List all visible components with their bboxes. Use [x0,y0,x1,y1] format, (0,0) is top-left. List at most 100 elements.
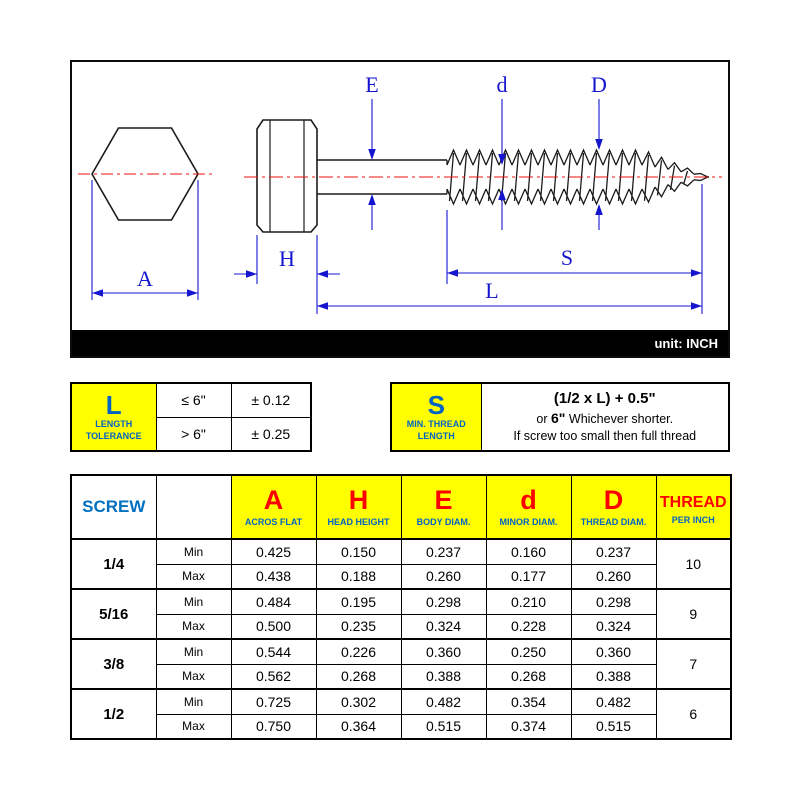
thread-per-inch-value: 7 [655,638,732,690]
dim-symbol-S: S [427,390,445,421]
svg-text:H: H [279,246,295,271]
col-caption-thread: PER INCH [671,514,715,525]
spec-value: 0.482 [570,688,657,715]
col-header-d: d MINOR DIAM. [485,474,572,540]
col-letter-thread: THREAD [659,493,727,511]
table-row: 3/8 Min 0.544 0.226 0.360 0.250 0.360 7 [70,638,732,690]
svg-text:E: E [365,72,378,97]
spec-value: 0.268 [315,663,402,690]
spec-value: 0.268 [485,663,572,690]
length-tolerance-symbol-cell: L LENGTH TOLERANCE [70,382,157,452]
spec-value: 0.324 [400,613,487,640]
min-max-label: Max [155,563,232,590]
thread-per-inch-value: 6 [655,688,732,740]
spec-value: 0.210 [485,588,572,615]
col-caption-D: THREAD DIAM. [580,517,647,528]
table-row: Max 0.562 0.268 0.388 0.268 0.388 [71,663,731,690]
table-row: 1/2 Min 0.725 0.302 0.482 0.354 0.482 6 [70,688,732,740]
spec-value: 0.298 [400,588,487,615]
thread-length-alt: or 6" Whichever shorter. [488,409,723,428]
alt-bold: 6" [550,410,566,427]
col-letter-E: E [434,484,453,515]
screw-column-header: SCREW [70,474,157,540]
spec-value: 0.374 [485,713,572,740]
thread-length-symbol-cell: S MIN. THREAD LENGTH [390,382,482,452]
spec-value: 0.160 [485,538,572,565]
spec-value: 0.260 [400,563,487,590]
min-max-label: Max [155,613,232,640]
spec-value: 0.360 [570,638,657,665]
length-condition: > 6" [155,416,232,452]
svg-text:S: S [561,245,573,270]
alt-suffix: Whichever shorter. [565,412,674,427]
spec-value: 0.360 [400,638,487,665]
col-letter-D: D [603,484,624,515]
minmax-column-header [155,474,232,540]
length-tolerance-value: ± 0.25 [230,416,312,452]
unit-bar: unit: INCH [72,330,728,356]
svg-text:d: d [497,72,508,97]
spec-value: 0.150 [315,538,402,565]
thread-caption-line1: MIN. THREAD [406,419,466,430]
col-letter-d: d [520,484,537,515]
min-max-label: Max [155,713,232,740]
spec-value: 0.237 [400,538,487,565]
length-tolerance-value: ± 0.12 [230,382,312,418]
spec-value: 0.725 [230,688,317,715]
size-label: 1/2 [70,688,157,740]
length-caption-line2: TOLERANCE [85,430,142,441]
spec-value: 0.562 [230,663,317,690]
spec-value: 0.226 [315,638,402,665]
thread-caption-line2: LENGTH [417,430,455,441]
col-caption-E: BODY DIAM. [416,517,471,528]
spec-value: 0.484 [230,588,317,615]
dim-symbol-L: L [105,390,122,421]
thread-length-formula: (1/2 x L) + 0.5" [553,389,656,407]
spec-value: 0.500 [230,613,317,640]
spec-value: 0.515 [570,713,657,740]
length-condition: ≤ 6" [155,382,232,418]
spec-value: 0.237 [570,538,657,565]
spec-value: 0.188 [315,563,402,590]
spec-value: 0.324 [570,613,657,640]
thread-length-note: If screw too small then full thread [513,429,697,444]
col-caption-A: ACROS FLAT [244,517,303,528]
table-row: 5/16 Min 0.484 0.195 0.298 0.210 0.298 9 [70,588,732,640]
thread-length-table: S MIN. THREAD LENGTH (1/2 x L) + 0.5" or… [390,382,730,452]
spec-value: 0.425 [230,538,317,565]
spec-value: 0.235 [315,613,402,640]
col-header-E: E BODY DIAM. [400,474,487,540]
col-header-A: A ACROS FLAT [230,474,317,540]
svg-text:D: D [591,72,607,97]
col-caption-H: HEAD HEIGHT [327,517,390,528]
spec-value: 0.228 [485,613,572,640]
col-header-thread: THREAD PER INCH [655,474,732,540]
spec-value: 0.354 [485,688,572,715]
spec-value: 0.298 [570,588,657,615]
spec-value: 0.250 [485,638,572,665]
spec-value: 0.388 [570,663,657,690]
col-letter-A: A [263,484,284,515]
svg-text:A: A [137,266,153,291]
col-letter-H: H [348,484,369,515]
tolerance-row: L LENGTH TOLERANCE ≤ 6" ± 0.12 > 6" ± 0.… [70,382,730,452]
spec-value: 0.750 [230,713,317,740]
table-row: 1/4 Min 0.425 0.150 0.237 0.160 0.237 10 [70,538,732,590]
table-row: Max 0.500 0.235 0.324 0.228 0.324 [71,613,731,640]
min-max-label: Min [155,538,232,565]
length-tolerance-table: L LENGTH TOLERANCE ≤ 6" ± 0.12 > 6" ± 0.… [70,382,312,452]
spec-value: 0.195 [315,588,402,615]
spec-value: 0.364 [315,713,402,740]
col-header-H: H HEAD HEIGHT [315,474,402,540]
spec-table: SCREW A ACROS FLAT H HEAD HEIGHT E BODY … [70,474,732,740]
spec-value: 0.260 [570,563,657,590]
alt-prefix: or [536,412,551,427]
spec-value: 0.438 [230,563,317,590]
table-row: Max 0.750 0.364 0.515 0.374 0.515 [71,713,731,740]
thread-per-inch-value: 10 [655,538,732,590]
table-row: Max 0.438 0.188 0.260 0.177 0.260 [71,563,731,590]
svg-text:L: L [485,278,498,303]
spec-value: 0.302 [315,688,402,715]
